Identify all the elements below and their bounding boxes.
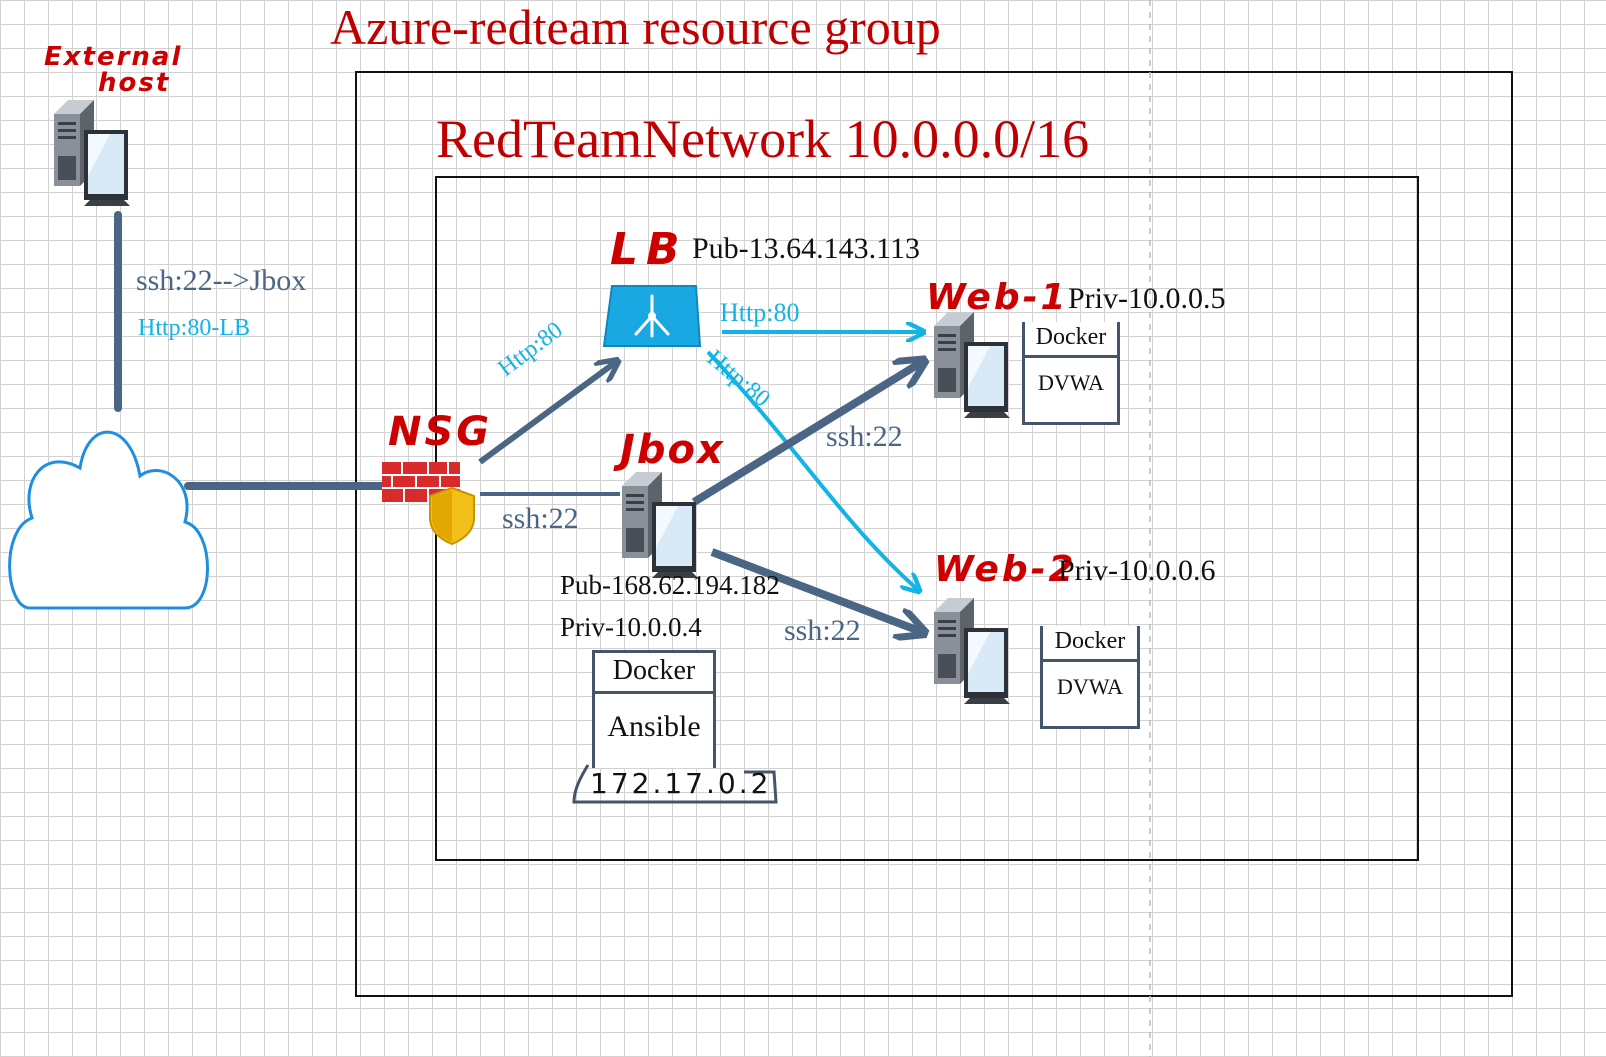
edge-label-nsg-jbox: ssh:22 xyxy=(502,502,579,535)
external-host-http-label: Http:80-LB xyxy=(138,315,250,341)
external-host-label: External xyxy=(44,42,183,72)
edge-label-jbox-web1: ssh:22 xyxy=(826,420,903,453)
server-icon-jbox xyxy=(622,472,698,578)
jbox-container-ip: 172.17.0.2 xyxy=(590,767,772,800)
web1-container-box: Docker DVWA xyxy=(1022,322,1120,425)
server-icon-external-host xyxy=(54,100,130,206)
web1-container-body: DVWA xyxy=(1038,370,1104,395)
web2-container-box: Docker DVWA xyxy=(1040,626,1140,729)
jbox-container-body: Ansible xyxy=(607,710,701,743)
jbox-ip-bracket xyxy=(572,764,778,804)
edge-jbox-web2 xyxy=(710,548,922,632)
web1-ip: Priv-10.0.0.5 xyxy=(1068,282,1226,315)
external-host-label-2: host xyxy=(98,68,171,98)
jbox-container-header: Docker xyxy=(595,650,713,694)
web2-label: Web-2 xyxy=(934,549,1077,590)
resource-group-boundary xyxy=(355,71,1513,997)
cloud-icon xyxy=(8,430,209,610)
resource-group-title: Azure-redteam resource group xyxy=(330,0,941,55)
nsg-label: NSG xyxy=(388,409,493,455)
server-icon-web2 xyxy=(934,598,1010,704)
jbox-label: Jbox xyxy=(620,427,725,473)
lb-label: LB xyxy=(610,224,688,275)
jbox-container-box: Docker Ansible xyxy=(592,650,716,768)
server-icon-web1 xyxy=(934,312,1010,418)
web1-container-header: Docker xyxy=(1025,322,1117,358)
jbox-pub-ip: Pub-168.62.194.182 xyxy=(560,570,780,600)
edge-nsg-lb xyxy=(478,362,616,465)
edge-jbox-web1 xyxy=(691,362,922,506)
web2-container-body: DVWA xyxy=(1057,674,1123,699)
edge-label-jbox-web2: ssh:22 xyxy=(784,614,861,647)
edge-lb-web2 xyxy=(706,350,918,590)
web1-label: Web-1 xyxy=(926,277,1069,318)
edge-label-lb-web1: Http:80 xyxy=(720,298,800,327)
lb-ip: Pub-13.64.143.113 xyxy=(692,232,921,265)
web2-ip: Priv-10.0.0.6 xyxy=(1058,554,1216,587)
load-balancer-icon xyxy=(602,285,702,347)
network-title: RedTeamNetwork 10.0.0.0/16 xyxy=(436,109,1090,169)
external-host-ssh-label: ssh:22-->Jbox xyxy=(136,264,307,297)
web2-container-header: Docker xyxy=(1043,626,1137,662)
jbox-priv-ip: Priv-10.0.0.4 xyxy=(560,612,702,642)
